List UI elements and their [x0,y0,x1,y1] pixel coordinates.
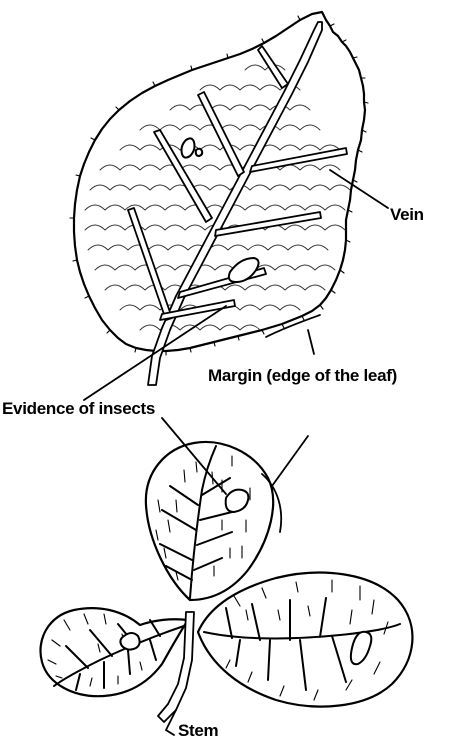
stem-label: Stem [178,721,219,737]
upper-leaf [70,12,368,385]
upper-leaf-margin [74,12,365,351]
margin-bracket-clover [262,474,281,532]
vein-leader-line [330,170,388,208]
clover-top-leaflet [146,442,273,600]
clover-insect-hole-1 [226,490,249,512]
clover-insect-hole-3 [120,633,139,650]
clover-insect-hole-2 [351,632,371,664]
margin-leader-clover [272,436,308,486]
clover-left-leaflet [40,608,188,696]
clover-left-veins [48,614,184,690]
upper-leaf-insect-hole-2 [196,149,202,156]
evidence-of-insects-label: Evidence of insects [2,399,155,418]
vein-label: Vein [390,205,424,224]
clover-leaf [40,442,412,722]
insects-leader-clover [162,418,226,494]
upper-leaf-insect-hole-1 [182,138,195,157]
clover-right-veins [204,580,400,700]
margin-leader-top [308,330,314,354]
margin-label: Margin (edge of the leaf) [208,366,397,385]
upper-leaf-insect-hole-3 [229,258,259,282]
